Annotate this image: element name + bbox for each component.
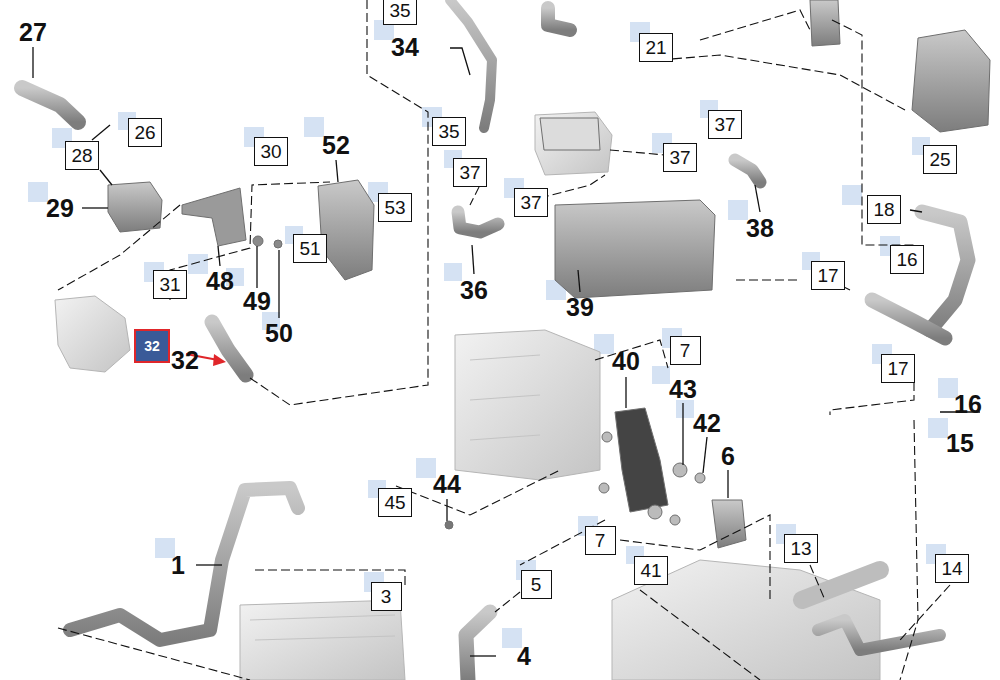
callout-number: 17: [887, 359, 908, 378]
callout-number: 25: [929, 150, 950, 169]
part-number: 32: [171, 348, 199, 373]
callout-number: 35: [389, 1, 410, 20]
callout-box: 5: [521, 570, 552, 599]
callout-box: 37: [514, 188, 548, 217]
callout-number: 45: [384, 493, 405, 512]
callout-box: 35: [432, 117, 466, 146]
callout-box: 30: [254, 137, 288, 166]
callout-number: 37: [669, 148, 690, 167]
part-number: 43: [669, 377, 697, 402]
callout-number: 18: [873, 200, 894, 219]
part-number: 52: [322, 133, 350, 158]
callout-number: 13: [790, 539, 811, 558]
callout-number: 26: [134, 123, 155, 142]
callout-number: 16: [896, 250, 917, 269]
callout-box: 37: [663, 143, 697, 172]
part-number: 44: [433, 472, 461, 497]
callout-box: 13: [784, 534, 818, 563]
callout-number: 7: [680, 341, 691, 360]
callout-number: 37: [459, 163, 480, 182]
part-number: 42: [693, 411, 721, 436]
part-number: 1: [171, 553, 185, 578]
part-number: 16: [954, 392, 982, 417]
callout-box: 3: [371, 582, 402, 611]
highlighted-callout-box: 32: [134, 329, 170, 363]
callout-number: 30: [260, 142, 281, 161]
callout-box: 31: [153, 270, 187, 299]
callout-box: 21: [639, 33, 673, 62]
callout-box: 35: [383, 0, 417, 25]
callout-number: 37: [520, 193, 541, 212]
callout-number: 51: [299, 239, 320, 258]
callout-box: 51: [293, 234, 327, 263]
callout-number: 17: [817, 266, 838, 285]
callout-box: 18: [867, 195, 901, 224]
part-number: 49: [243, 289, 271, 314]
callout-box: 14: [935, 554, 969, 583]
callout-number: 32: [144, 339, 160, 353]
part-number: 36: [460, 278, 488, 303]
callout-box: 37: [453, 158, 487, 187]
callout-box: 7: [670, 336, 701, 365]
callout-number: 14: [941, 559, 962, 578]
part-number: 50: [265, 321, 293, 346]
callout-number: 37: [714, 115, 735, 134]
callout-box: 26: [128, 118, 162, 147]
part-number: 27: [19, 20, 47, 45]
callout-box: 25: [923, 145, 957, 174]
callout-box: 41: [634, 556, 668, 585]
callout-box: 16: [890, 245, 924, 274]
callout-box: 7: [585, 526, 616, 555]
part-number: 38: [746, 216, 774, 241]
callout-number: 53: [384, 198, 405, 217]
callout-number: 7: [595, 531, 606, 550]
part-number: 39: [566, 295, 594, 320]
callout-number: 31: [159, 275, 180, 294]
callout-box: 37: [708, 110, 742, 139]
callout-box: 17: [811, 261, 845, 290]
callout-number: 5: [531, 575, 542, 594]
callout-number: 35: [438, 122, 459, 141]
callout-number: 28: [71, 146, 92, 165]
callout-box: 45: [378, 488, 412, 517]
callout-box: 17: [881, 354, 915, 383]
callout-box: 53: [378, 193, 412, 222]
part-number: 29: [46, 196, 74, 221]
part-number: 4: [517, 644, 531, 669]
part-number: 40: [612, 349, 640, 374]
callout-number: 41: [640, 561, 661, 580]
callout-number: 3: [381, 587, 392, 606]
part-number: 48: [206, 269, 234, 294]
part-number: 34: [391, 35, 419, 60]
part-number: 15: [946, 431, 974, 456]
part-number: 6: [721, 444, 735, 469]
callout-box: 28: [65, 141, 99, 170]
callout-number: 21: [645, 38, 666, 57]
